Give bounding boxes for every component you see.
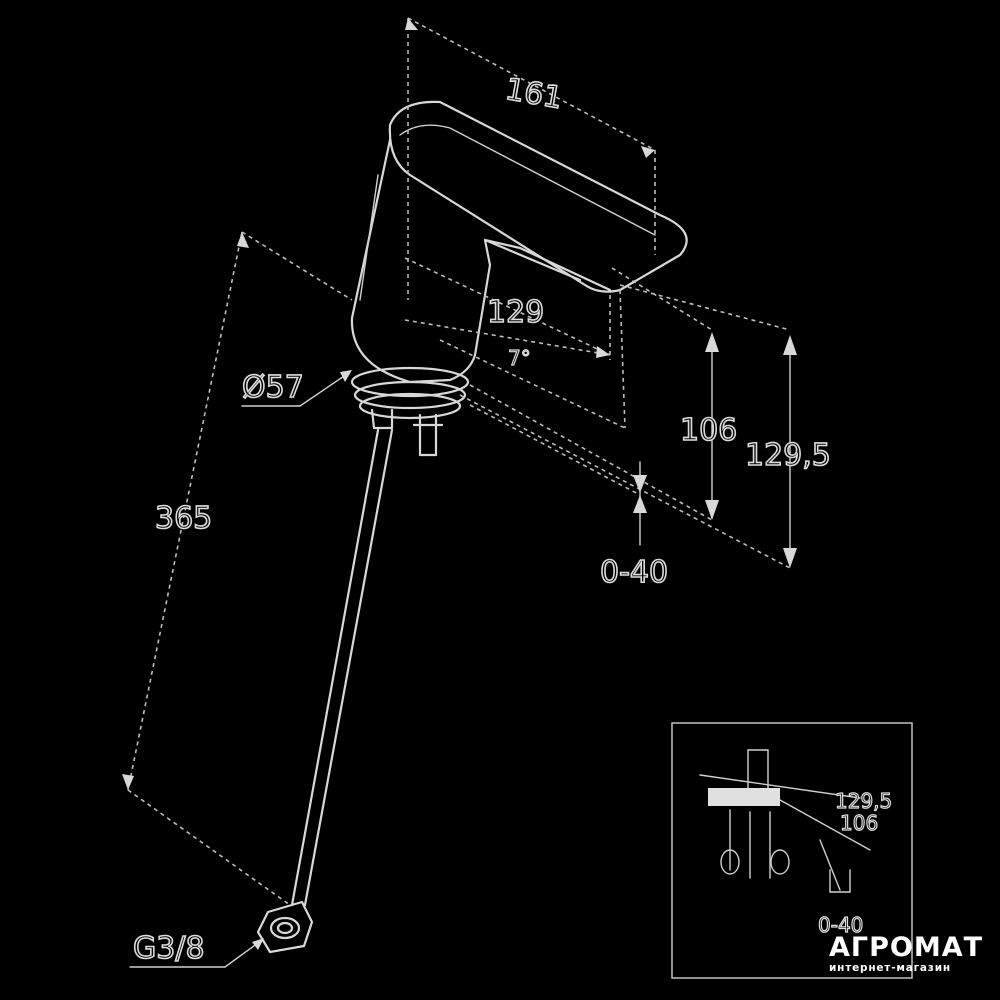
faucet-body: [256, 100, 688, 954]
dim-365-label: 365: [155, 501, 212, 536]
dim-106-label: 106: [680, 413, 737, 448]
dimension-lines: [122, 17, 797, 968]
inset-label-129-5: 129,5: [835, 789, 892, 813]
brand-name: АГРОМАТ: [829, 932, 984, 963]
inset-label-106: 106: [840, 811, 878, 835]
dimension-labels: 161 129 7° Ø57 365 106 129,5 0-40 G3/8: [132, 71, 831, 967]
dim-o57-label: Ø57: [242, 370, 304, 405]
dim-161-label: 161: [503, 72, 565, 116]
dim-g38-label: G3/8: [133, 931, 205, 966]
inset-label-0-40: 0-40: [818, 913, 863, 937]
brand-logo: АГРОМАТ интернет-магазин: [829, 932, 984, 975]
brand-subtitle: интернет-магазин: [829, 962, 951, 974]
dim-0-40-label: 0-40: [600, 555, 668, 590]
dim-angle-label: 7°: [508, 346, 531, 370]
dim-129-label: 129: [487, 295, 544, 330]
dim-129-5-label: 129,5: [745, 438, 831, 473]
inset-detail: 129,5 106 0-40: [671, 722, 913, 979]
